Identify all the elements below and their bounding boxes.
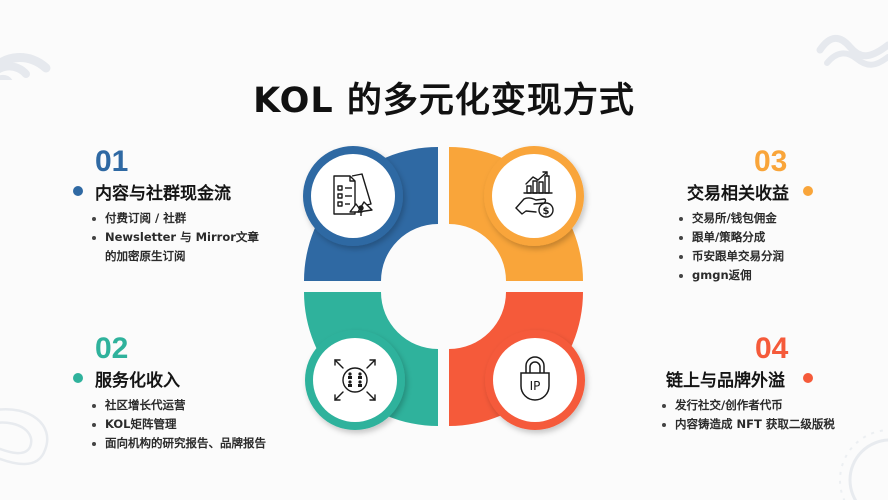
list-item: 发行社交/创作者代币	[659, 396, 835, 415]
bullet-dot	[73, 373, 83, 383]
section-heading-text: 内容与社群现金流	[95, 183, 231, 204]
hand-money-growth-icon: $	[515, 171, 554, 218]
list-item: Newsletter 与 Mirror文章的加密原生订阅	[89, 228, 259, 266]
page-title: KOL 的多元化变现方式	[253, 81, 635, 121]
list-item: 跟单/策略分成	[676, 228, 813, 247]
icon-badge-03	[484, 146, 584, 246]
monetization-ring-diagram: $ IP	[303, 146, 585, 430]
section-02: 02 服务化收入 社区增长代运营 KOL矩阵管理 面向机构的研究报告、品牌报告	[73, 332, 266, 453]
bullet-dot	[73, 186, 83, 196]
decorative-rainbow-arcs-icon	[0, 53, 51, 80]
section-heading: 链上与品牌外溢	[666, 366, 835, 391]
list-item: 内容铸造成 NFT 获取二级版税	[659, 415, 835, 434]
svg-text:$: $	[543, 206, 550, 217]
decorative-contour-icon	[0, 407, 49, 466]
document-fan-icon	[333, 173, 373, 216]
section-items: 社区增长代运营 KOL矩阵管理 面向机构的研究报告、品牌报告	[89, 396, 266, 453]
list-item: KOL矩阵管理	[89, 415, 266, 434]
list-item: 付费订阅 / 社群	[89, 209, 259, 228]
svg-text:IP: IP	[530, 379, 541, 393]
decorative-dotted-circle-icon	[839, 429, 888, 500]
section-heading-text: 交易相关收益	[687, 183, 789, 204]
section-number: 03	[754, 145, 788, 178]
list-item: 交易所/钱包佣金	[676, 209, 813, 228]
community-expand-icon	[334, 359, 376, 401]
list-item: gmgn返佣	[676, 266, 813, 285]
section-items: 付费订阅 / 社群 Newsletter 与 Mirror文章的加密原生订阅	[89, 209, 259, 266]
list-item: 面向机构的研究报告、品牌报告	[89, 434, 266, 453]
section-number: 04	[755, 332, 789, 365]
decorative-wave-icon	[816, 34, 888, 68]
section-items: 交易所/钱包佣金 跟单/策略分成 币安跟单交易分润 gmgn返佣	[676, 209, 813, 285]
list-item: 社区增长代运营	[89, 396, 266, 415]
section-heading: 交易相关收益	[687, 179, 813, 204]
section-heading-text: 链上与品牌外溢	[666, 370, 785, 391]
section-01: 01 内容与社群现金流 付费订阅 / 社群 Newsletter 与 Mirro…	[73, 145, 259, 266]
ip-lock-icon: IP	[520, 356, 550, 401]
section-04: 04 链上与品牌外溢 发行社交/创作者代币 内容铸造成 NFT 获取二级版税	[655, 332, 835, 434]
icon-badge-04	[485, 330, 585, 430]
icon-badge-02	[305, 330, 405, 430]
section-heading: 内容与社群现金流	[73, 179, 259, 204]
section-03: 03 交易相关收益 交易所/钱包佣金 跟单/策略分成 币安跟单交易分润 gmgn…	[670, 145, 813, 285]
bullet-dot	[803, 186, 813, 196]
section-items: 发行社交/创作者代币 内容铸造成 NFT 获取二级版税	[659, 396, 835, 434]
bullet-dot	[803, 373, 813, 383]
list-item: 币安跟单交易分润	[676, 247, 813, 266]
section-number: 01	[95, 145, 129, 178]
section-heading: 服务化收入	[73, 366, 266, 391]
section-heading-text: 服务化收入	[95, 370, 180, 391]
section-number: 02	[95, 332, 129, 365]
icon-badge-01	[303, 146, 403, 246]
